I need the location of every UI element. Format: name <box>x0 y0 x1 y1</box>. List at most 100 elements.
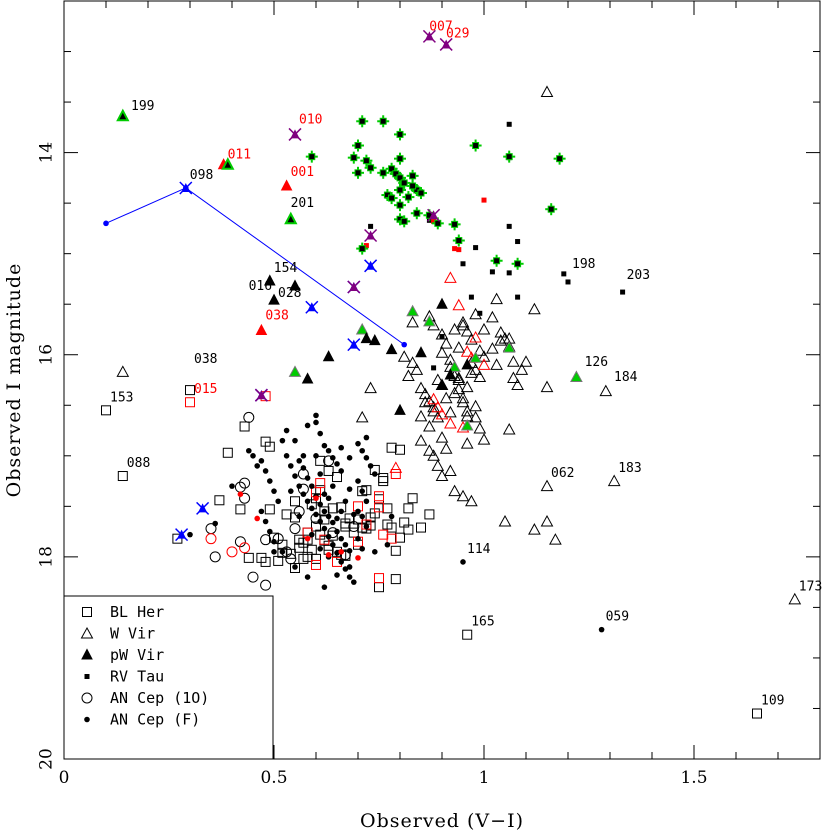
point-wvir <box>460 324 474 337</box>
point-blher <box>386 442 397 453</box>
point-blher-shape <box>390 545 401 556</box>
point-wvir <box>528 302 541 315</box>
point-pwvir-shape <box>263 274 276 286</box>
point-wvir-shape <box>423 419 436 432</box>
point-rvtau-green-shape <box>456 238 462 244</box>
point-ancf-shape <box>388 513 395 520</box>
point-ancf-red <box>355 555 361 561</box>
point-ancf <box>359 513 366 520</box>
point-anc1o-shape <box>260 534 272 546</box>
point-rvtau-green-shape <box>410 173 416 179</box>
point-blher-red-shape <box>390 468 401 479</box>
point-wvir-shape <box>511 378 524 391</box>
point-ancf-shape <box>288 488 294 494</box>
point-wvir-green-shape <box>570 370 583 382</box>
point-wvir <box>406 356 419 368</box>
point-wvir-green-shape <box>406 304 419 317</box>
point-wvir <box>116 365 130 377</box>
point-cross-blue-core <box>349 339 359 349</box>
point-rvtau-green-shape <box>380 170 386 176</box>
point-blher <box>172 533 183 544</box>
point-anc1o <box>234 481 246 493</box>
point-label: 088 <box>127 456 150 471</box>
point-ancf <box>262 468 269 474</box>
point-ancf-shape <box>267 478 273 484</box>
point-ancf-red <box>304 535 311 542</box>
point-rvtau-green <box>394 152 406 165</box>
point-ancf <box>300 465 307 471</box>
point-wvir <box>477 433 491 445</box>
point-ancf <box>355 535 361 542</box>
point-blher-shape <box>185 385 195 396</box>
point-blher-shape <box>290 496 300 507</box>
point-label: 109 <box>761 693 784 708</box>
point-ancf-shape <box>288 463 294 469</box>
point-ancf-shape <box>292 473 298 479</box>
point-rvtau-green-shape <box>410 183 416 189</box>
point-ancf <box>313 412 319 419</box>
point-ancf <box>279 549 286 555</box>
point-ancf-shape <box>363 523 370 530</box>
point-cross-purple <box>254 388 268 402</box>
point-ancf <box>334 572 340 578</box>
point-rvtau-shape <box>506 223 512 229</box>
point-ancf-shape <box>334 461 340 467</box>
point-wvir-shape <box>406 315 419 328</box>
point-blher-red <box>311 559 321 570</box>
point-rvtau-green-shape <box>414 187 420 193</box>
point-rvtau-green-shape <box>397 187 403 193</box>
point-ancf <box>279 437 286 444</box>
point-ancf <box>384 541 391 548</box>
point-blher-red-shape <box>374 502 384 513</box>
point-wvir <box>511 378 524 391</box>
point-wvir-shape <box>444 353 457 365</box>
point-pwvir-shape <box>360 331 373 344</box>
point-ancf <box>313 453 319 459</box>
point-ancf <box>355 478 361 484</box>
point-rvtau-shape <box>506 121 512 127</box>
point-rvtau-green <box>511 257 524 270</box>
point-blher-shape <box>294 534 305 545</box>
point-blher <box>273 555 284 566</box>
point-rvtau-shape <box>489 269 495 275</box>
point-rvtau <box>565 279 571 285</box>
point-blher <box>332 472 342 483</box>
point-ancf-shape <box>330 483 336 489</box>
point-blher <box>302 534 313 545</box>
point-rvtau-shape <box>473 245 479 251</box>
point-pwvir <box>415 346 427 358</box>
point-blher-red-shape <box>386 533 397 544</box>
point-blher-shape <box>327 503 338 514</box>
point-label: 059 <box>606 610 629 625</box>
point-blher <box>311 553 321 564</box>
point-ancf <box>460 559 466 565</box>
point-blher <box>395 532 405 543</box>
point-ancf <box>342 566 349 572</box>
point-rvtau <box>515 294 521 300</box>
point-pwvir <box>385 343 398 355</box>
point-pwvir-shape <box>322 350 335 362</box>
point-cross-purple <box>288 127 302 141</box>
point-cross-purple-core <box>424 31 434 41</box>
point-blher-shape <box>117 471 128 482</box>
point-rvtau-green <box>394 199 406 212</box>
point-ancf <box>334 515 340 522</box>
point-wvir <box>490 292 503 305</box>
point-ancf-red <box>237 491 244 498</box>
point-blher-shape <box>315 455 326 466</box>
point-rvtau-green <box>406 179 419 192</box>
point-wvir <box>540 85 554 97</box>
point-wvir <box>465 366 478 378</box>
point-blher-shape <box>416 522 426 533</box>
point-ancf-shape <box>246 447 252 454</box>
legend-label-rvtau: RV Tau <box>110 668 164 686</box>
point-ancf-shape <box>283 453 290 459</box>
point-wvir-shape <box>494 325 508 338</box>
point-ancf-red-shape <box>325 552 332 558</box>
point-blher-red <box>386 533 397 544</box>
point-pwvir <box>394 403 406 415</box>
point-ancf-shape <box>309 505 315 512</box>
point-anc1o-shape <box>289 523 301 535</box>
point-rvtau <box>506 270 512 276</box>
